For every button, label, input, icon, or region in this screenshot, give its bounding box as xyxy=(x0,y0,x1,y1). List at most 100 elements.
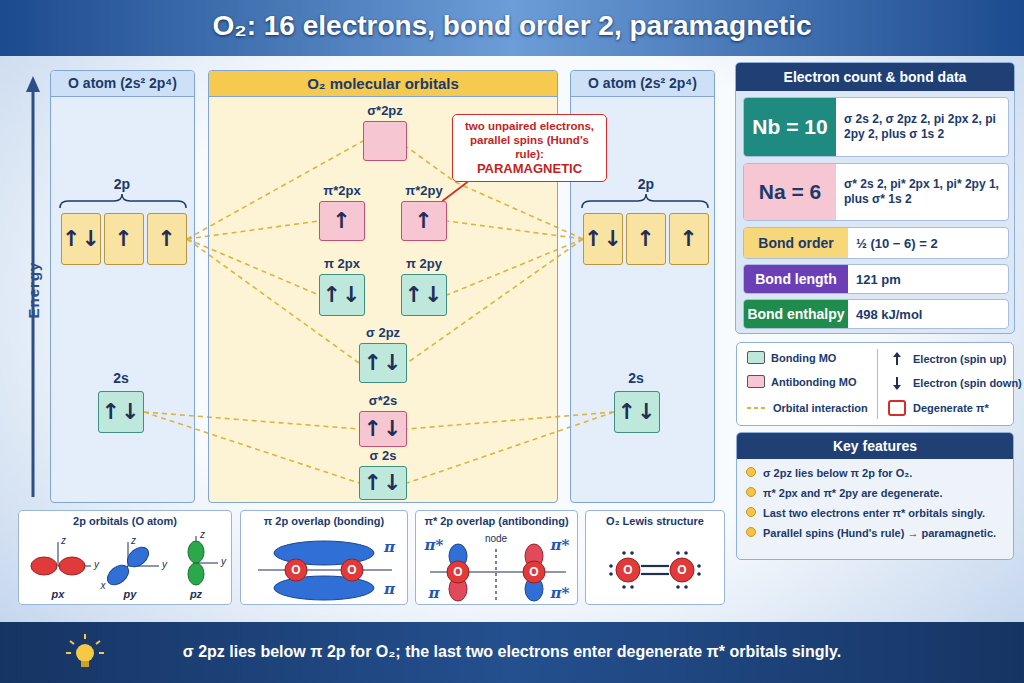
electron-arrows: ↑ xyxy=(627,214,665,263)
quantity-value: σ* 2s 2, pi* 2px 1, pi* 2py 1, plus σ* 1… xyxy=(836,164,1008,220)
o-label: O xyxy=(291,563,300,577)
data-row: Bond enthalpy498 kJ/mol xyxy=(743,299,1009,329)
ao-label: 2p xyxy=(114,176,130,192)
legend-text: Electron (spin up) xyxy=(913,353,1007,365)
legend-text: Electron (spin down) xyxy=(913,377,1022,389)
orbital-interaction-line xyxy=(187,221,319,239)
orbital-interaction-line xyxy=(407,412,614,483)
quantity-name: Bond enthalpy xyxy=(744,300,848,328)
orb-label: px xyxy=(52,588,65,600)
ax-label: y xyxy=(94,559,99,570)
feature-item: σ 2pz lies below π 2p for O₂. xyxy=(737,463,1013,483)
data-row: Nb = 10σ 2s 2, σ 2pz 2, pi 2px 2, pi 2py… xyxy=(743,97,1009,157)
legend-sample xyxy=(887,351,907,367)
brace xyxy=(60,194,708,208)
electron-arrows: ↑↓ xyxy=(62,214,100,263)
pi-label: π* xyxy=(425,536,444,554)
atomic-orbital-box: ↑ xyxy=(626,213,666,265)
bonding-mo-box: π 2py↑↓ xyxy=(401,274,447,316)
bulb-icon xyxy=(66,634,104,667)
ax-label: x xyxy=(101,580,106,591)
p-orbitals xyxy=(31,536,218,589)
ax-label: y xyxy=(221,556,226,567)
legend-item: Electron (spin up) xyxy=(887,351,1007,367)
electron-arrows: ↑ xyxy=(320,202,364,239)
pi-label: π xyxy=(384,538,395,556)
legend-item: Bonding MO xyxy=(747,351,836,364)
electron-arrows: ↑↓ xyxy=(402,275,446,314)
atomic-orbital-box: ↑ xyxy=(147,213,187,265)
legend-item: Degenerate π* xyxy=(887,400,989,416)
callout-box: two unpaired electrons, parallel spins (… xyxy=(452,114,607,182)
electron-arrows: ↑↓ xyxy=(360,467,406,498)
bonding-mo-box: σ 2s↑↓ xyxy=(359,466,407,500)
orbital-label: π*2px xyxy=(323,183,360,199)
quantity-value: σ 2s 2, σ 2pz 2, pi 2px 2, pi 2py 2, plu… xyxy=(836,98,1008,156)
quantity-name: Bond length xyxy=(744,265,848,293)
panel-heading: Key features xyxy=(737,433,1013,459)
energy-label: Energy xyxy=(25,262,42,319)
panel-heading: O atom (2s² 2p⁴) xyxy=(571,71,714,97)
legend-swatch xyxy=(747,351,765,364)
data-row: Bond order½ (10 − 6) = 2 xyxy=(743,227,1009,259)
o-label: O xyxy=(529,565,538,579)
node-label: node xyxy=(485,533,507,544)
o-label: O xyxy=(453,565,462,579)
atomic-orbital-box: ↑ xyxy=(104,213,144,265)
orbital-label: π*2py xyxy=(405,183,442,199)
ao-label: 2s xyxy=(628,370,644,386)
electron-arrows: ↑ xyxy=(402,202,446,239)
orbital-label: π 2py xyxy=(406,256,442,272)
legend-item: Electron (spin down) xyxy=(887,375,1022,391)
legend-text: Degenerate π* xyxy=(913,402,989,414)
orbital-label: σ*2pz xyxy=(367,103,403,119)
antibonding-mo-box: σ*2pz xyxy=(363,121,407,161)
quantity-name: Bond order xyxy=(744,228,848,258)
panel-heading: O atom (2s² 2p⁴) xyxy=(51,71,194,97)
data-panel: Electron count & bond dataNb = 10σ 2s 2,… xyxy=(735,62,1015,334)
antibonding-mo-box: π*2px↑ xyxy=(319,201,365,241)
pi-label: π* xyxy=(551,584,570,602)
orbital-label: σ 2pz xyxy=(366,325,400,341)
data-row: Bond length121 pm xyxy=(743,264,1009,294)
callout-emphasis: PARAMAGNETIC xyxy=(459,161,600,177)
ax-label: z xyxy=(61,535,66,546)
electron-arrows: ↑ xyxy=(148,214,186,263)
orb-label: py xyxy=(124,588,137,600)
panel-title: O₂ Lewis structure xyxy=(586,511,724,527)
legend-item: Orbital interaction xyxy=(747,400,868,416)
legend-text: Orbital interaction xyxy=(773,402,868,414)
lewis-structure-art xyxy=(609,551,701,589)
atomic-orbital-box: ↑ xyxy=(669,213,709,265)
legend-divider xyxy=(877,349,878,419)
ao-label: 2p xyxy=(638,176,654,192)
panel-title: π 2p overlap (bonding) xyxy=(241,511,407,527)
orb-label: pz xyxy=(190,588,202,600)
atom-panel: O atom (2s² 2p⁴)↑↓↑↑↑↓ xyxy=(50,70,195,503)
quantity-name: Na = 6 xyxy=(744,164,836,220)
panel-heading: O₂ molecular orbitals xyxy=(209,71,557,97)
electron-arrows: ↑↓ xyxy=(360,344,406,381)
antibonding-mo-box: π*2py↑ xyxy=(401,201,447,241)
legend-text: Bonding MO xyxy=(771,352,836,364)
pi-bonding-art xyxy=(258,541,392,600)
pi-label: π xyxy=(384,580,395,598)
orbital-label: σ*2s xyxy=(369,393,397,409)
electron-arrows: ↑↓ xyxy=(320,275,364,314)
electron-arrows: ↑↓ xyxy=(99,392,143,431)
orbital-interaction-line xyxy=(187,141,363,239)
legend-sample xyxy=(887,400,907,416)
orbital-interaction-line xyxy=(447,221,583,239)
o-label: O xyxy=(623,563,632,577)
quantity-name: Nb = 10 xyxy=(744,98,836,156)
data-row: Na = 6σ* 2s 2, pi* 2px 1, pi* 2py 1, plu… xyxy=(743,163,1009,221)
pi-label: π* xyxy=(551,536,570,554)
features-panel: Key features σ 2pz lies below π 2p for O₂… xyxy=(736,432,1014,560)
title: O₂: 16 electrons, bond order 2, paramagn… xyxy=(0,10,1024,42)
orbital-label: π 2px xyxy=(324,256,360,272)
orbital-interaction-line xyxy=(144,412,359,483)
o-label: O xyxy=(677,563,686,577)
orbital-interaction-line xyxy=(144,412,359,429)
legend-box: Bonding MOAntibonding MOOrbital interact… xyxy=(736,342,1014,426)
atomic-orbital-box: ↑↓ xyxy=(98,391,144,433)
